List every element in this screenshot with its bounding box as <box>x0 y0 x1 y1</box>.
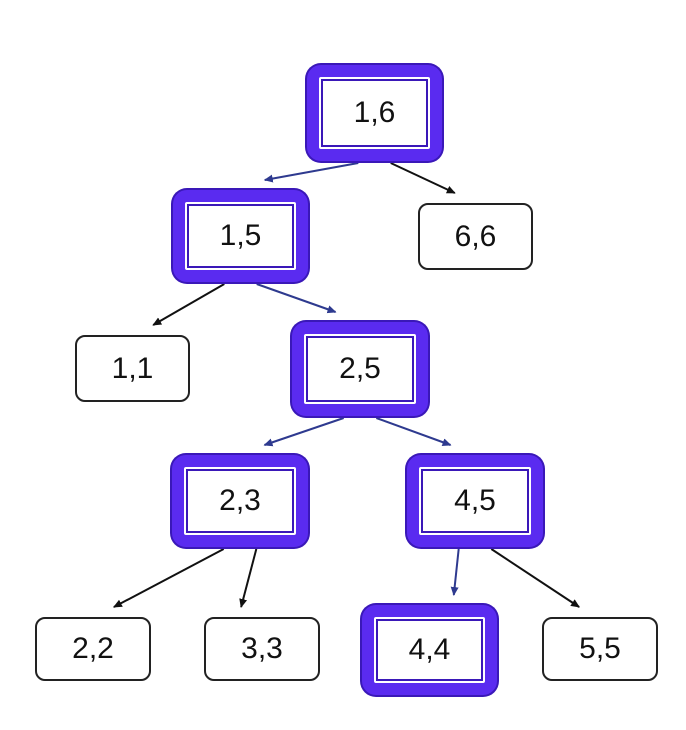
edge-n23-n33 <box>239 548 258 608</box>
node-label: 6,6 <box>454 219 497 253</box>
tree-node-1-5: 1,5 <box>173 190 308 282</box>
tree-node-2-5: 2,5 <box>292 322 428 416</box>
node-label: 2,5 <box>339 352 381 385</box>
tree-node-4-5: 4,5 <box>407 455 543 547</box>
tree-node-6-6: 6,6 <box>418 203 533 270</box>
node-label: 2,2 <box>72 632 114 665</box>
edge-n45-n55 <box>490 548 580 608</box>
node-label: 1,1 <box>111 351 154 385</box>
tree-node-1-6: 1,6 <box>307 65 442 161</box>
node-label: 3,3 <box>241 632 283 665</box>
tree-node-2-3: 2,3 <box>172 455 308 547</box>
tree-node-5-5: 5,5 <box>542 617 658 681</box>
tree-node-1-1: 1,1 <box>75 335 190 402</box>
node-label: 1,5 <box>219 219 262 252</box>
tree-node-2-2: 2,2 <box>35 617 151 681</box>
tree-node-4-4: 4,4 <box>362 605 497 695</box>
edge-n25-n23 <box>263 417 345 447</box>
node-label: 2,3 <box>219 484 261 517</box>
edge-n45-n44 <box>450 548 460 596</box>
edge-n23-n22 <box>112 548 225 608</box>
node-label: 4,5 <box>454 484 496 517</box>
node-label: 5,5 <box>579 632 621 665</box>
tree-node-3-3: 3,3 <box>204 617 320 681</box>
edge-n15-n11 <box>152 283 225 326</box>
edge-n16-n15 <box>263 162 359 183</box>
edge-n25-n45 <box>375 417 452 447</box>
edge-n16-n66 <box>390 162 456 194</box>
node-label: 4,4 <box>408 633 451 666</box>
edge-n15-n25 <box>256 283 337 314</box>
node-label: 1,6 <box>353 96 396 129</box>
